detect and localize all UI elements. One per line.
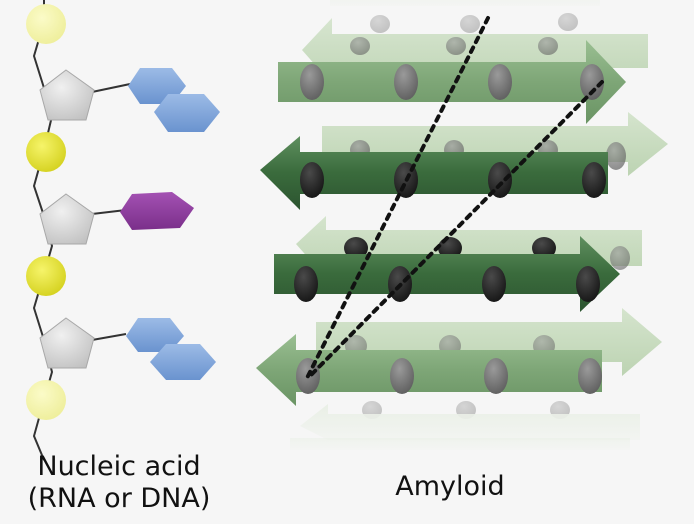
fibril-axis-line — [304, 16, 490, 382]
phosphate-icon — [26, 132, 66, 172]
phosphate-icon — [26, 380, 66, 420]
nucleic-acid — [26, 0, 220, 461]
amyloid — [256, 0, 668, 450]
sugar-icon — [39, 317, 95, 369]
beta-strand-arrow — [274, 236, 620, 312]
base-link — [91, 83, 131, 93]
amyloid-caption: Amyloid — [395, 471, 505, 502]
beta-strand-arrow — [260, 136, 608, 210]
beta-strand-arrow — [290, 438, 630, 450]
beta-strand-arrow — [300, 404, 640, 440]
nucleic-acid-caption: Nucleic acid (RNA or DNA) — [10, 451, 228, 515]
side-chain-row — [350, 140, 626, 170]
base-purple-icon — [120, 192, 194, 230]
phosphate-icon — [26, 4, 66, 44]
base-pair-icon — [128, 68, 220, 132]
nucleic-acid-caption-line2: (RNA or DNA) — [27, 483, 211, 514]
base-link — [91, 333, 127, 341]
side-chain-row — [300, 64, 604, 100]
side-chain-row — [350, 37, 558, 55]
base-pair-icon — [126, 318, 216, 380]
beta-strand-arrow — [278, 40, 626, 124]
fibril-axis-line — [308, 80, 604, 378]
beta-strand-arrow — [256, 334, 602, 406]
side-chain-row — [370, 13, 578, 33]
beta-strand-arrow — [330, 0, 600, 6]
sugar-icon — [39, 69, 95, 121]
phosphate-icon — [26, 256, 66, 296]
sugar-icon — [39, 193, 95, 245]
base-link — [91, 209, 127, 215]
nucleic-acid-caption-line1: Nucleic acid — [37, 451, 201, 482]
